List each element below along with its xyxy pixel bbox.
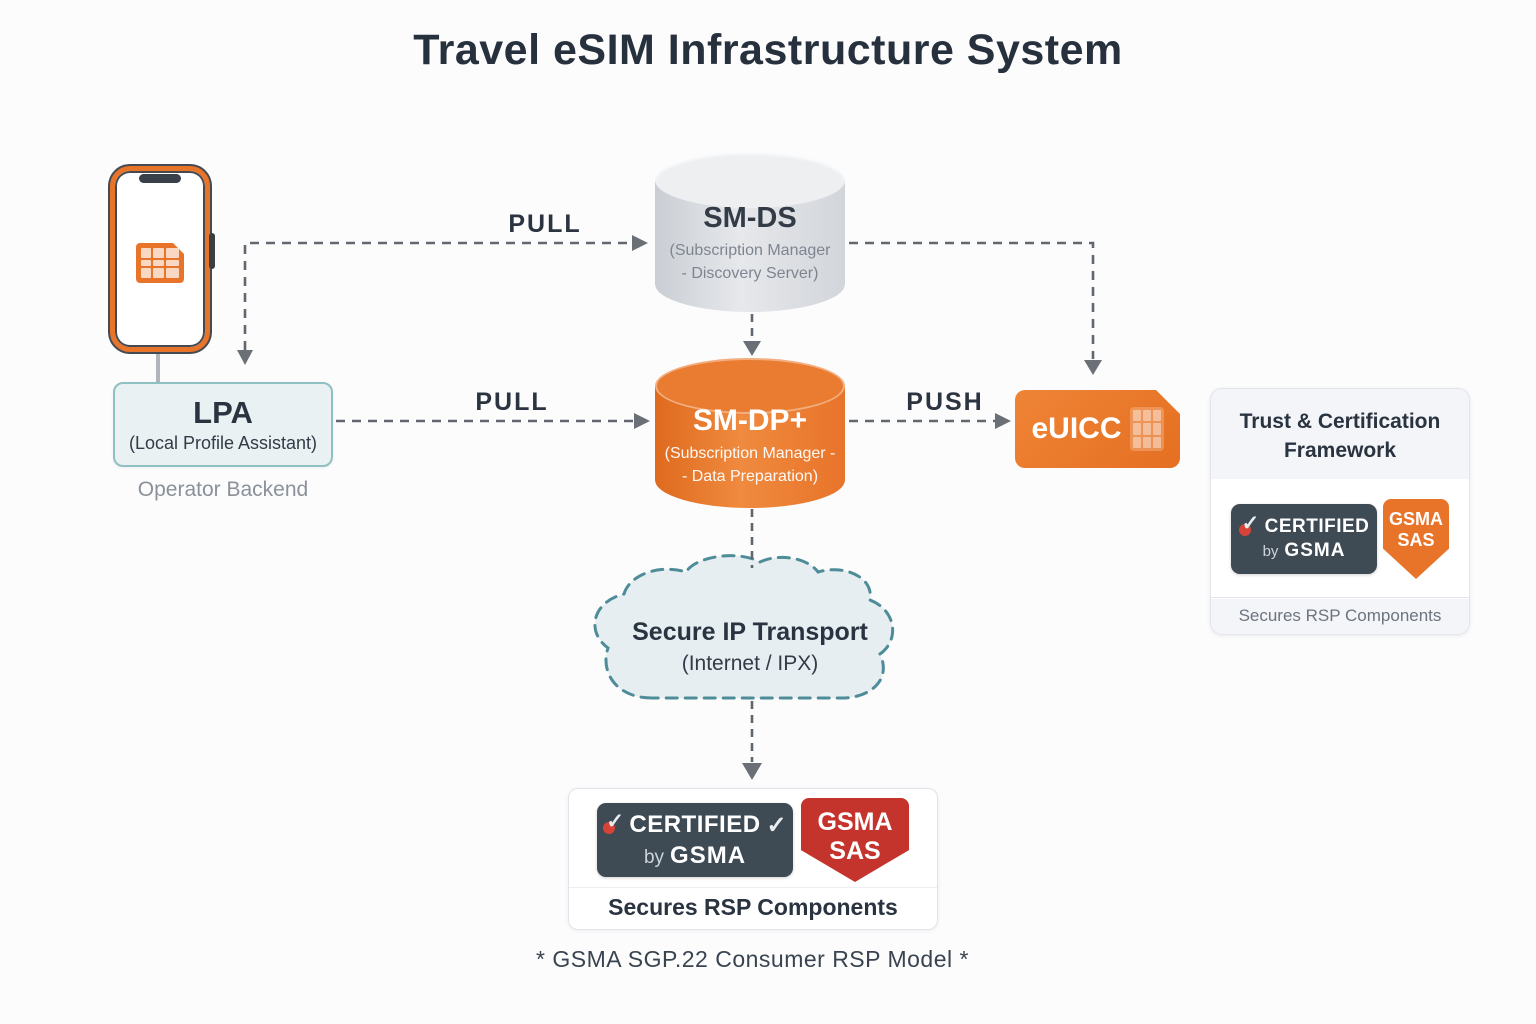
certified-gsma-word: GSMA bbox=[1284, 540, 1346, 561]
arrowhead-into-smdp-left bbox=[634, 413, 650, 429]
certified-by-word: by bbox=[1262, 543, 1279, 560]
arrowhead-into-cert-card bbox=[742, 763, 762, 780]
trust-title-line1: Trust & Certification bbox=[1239, 410, 1441, 433]
trust-card-title: Trust & Certification Framework bbox=[1211, 389, 1469, 466]
lpa-title: LPA bbox=[193, 395, 253, 430]
euicc-label: eUICC bbox=[1031, 412, 1122, 445]
cloud-subtitle: (Internet / IPX) bbox=[681, 652, 819, 675]
phone-icon bbox=[110, 166, 215, 352]
sas-line2: SAS bbox=[1397, 529, 1435, 550]
smdp-cylinder: SM-DP+ (Subscription Manager - - Data Pr… bbox=[655, 358, 845, 508]
euicc-node: eUICC bbox=[1015, 390, 1180, 468]
certified-check-logo-icon-bottom: ✓ bbox=[603, 810, 624, 835]
certified-word: CERTIFIED bbox=[1264, 516, 1370, 537]
page-title: Travel eSIM Infrastructure System bbox=[413, 26, 1123, 74]
arrowhead-into-lpa bbox=[237, 350, 253, 365]
certified-by-word-bottom: by bbox=[643, 846, 665, 868]
gsma-sas-shield-red: GSMA SAS bbox=[801, 798, 909, 882]
certified-check-logo-icon: ✓ bbox=[1238, 512, 1259, 537]
certified-word-bottom: CERTIFIED bbox=[629, 811, 761, 838]
arrowhead-into-smdp-top bbox=[743, 341, 761, 356]
certified-trailing-check-icon: ✓ bbox=[766, 811, 787, 839]
push-label: PUSH bbox=[906, 388, 984, 416]
phone-side-button bbox=[209, 233, 215, 269]
smdp-subtitle-line1: (Subscription Manager - bbox=[664, 445, 836, 462]
smdp-cylinder-top bbox=[655, 358, 845, 414]
arrowhead-into-smds bbox=[632, 235, 648, 251]
sim-chip-icon bbox=[1130, 407, 1164, 451]
smds-cylinder: SM-DS (Subscription Manager - Discovery … bbox=[655, 152, 845, 312]
smdp-title: SM-DP+ bbox=[692, 404, 808, 437]
pull-mid-label: PULL bbox=[475, 388, 549, 416]
bottom-card-caption: Secures RSP Components bbox=[569, 887, 937, 927]
trust-card-caption: Secures RSP Components bbox=[1211, 597, 1469, 634]
sas-line2-bottom: SAS bbox=[829, 836, 881, 865]
sas-line1: GSMA bbox=[1389, 509, 1443, 529]
certified-by-gsma-badge: ✓ CERTIFIED by GSMA bbox=[1231, 504, 1377, 574]
trust-framework-card: Trust & Certification Framework ✓ CERTIF… bbox=[1210, 388, 1470, 635]
trust-badges-band: ✓ CERTIFIED by GSMA GSMA SAS bbox=[1211, 479, 1469, 599]
arrowhead-into-euicc-top bbox=[1084, 360, 1102, 375]
bottom-certification-card: ✓ CERTIFIED ✓ by GSMA GSMA SAS Secures R… bbox=[568, 788, 938, 930]
certified-gsma-word-bottom: GSMA bbox=[670, 841, 747, 869]
bottom-badges-band: ✓ CERTIFIED ✓ by GSMA GSMA SAS bbox=[569, 789, 937, 885]
smdp-subtitle-line2: - Data Preparation) bbox=[681, 468, 819, 486]
operator-backend-caption: Operator Backend bbox=[137, 478, 309, 501]
secure-ip-transport-cloud: Secure IP Transport (Internet / IPX) bbox=[600, 618, 900, 676]
footnote: * GSMA SGP.22 Consumer RSP Model * bbox=[536, 946, 969, 972]
pull-top-label: PULL bbox=[508, 210, 582, 238]
sim-card-icon bbox=[136, 243, 184, 283]
cloud-title: Secure IP Transport bbox=[632, 618, 868, 646]
certified-by-gsma-badge-bottom: ✓ CERTIFIED ✓ by GSMA bbox=[597, 803, 793, 877]
smds-subtitle-line2: - Discovery Server) bbox=[681, 265, 819, 283]
sas-line1-bottom: GSMA bbox=[817, 808, 893, 836]
gsma-sas-shield-orange: GSMA SAS bbox=[1383, 499, 1449, 579]
smds-cylinder-top bbox=[655, 152, 845, 208]
phone-notch bbox=[139, 174, 181, 183]
arrow-pull-top-line bbox=[243, 241, 630, 350]
lpa-node: LPA (Local Profile Assistant) bbox=[113, 382, 333, 467]
smds-title: SM-DS bbox=[703, 202, 797, 234]
trust-title-line2: Framework bbox=[1283, 439, 1397, 463]
lpa-subtitle: (Local Profile Assistant) bbox=[128, 433, 318, 453]
smds-subtitle-line1: (Subscription Manager bbox=[669, 242, 831, 259]
arrow-smds-euicc-line bbox=[849, 241, 1095, 359]
